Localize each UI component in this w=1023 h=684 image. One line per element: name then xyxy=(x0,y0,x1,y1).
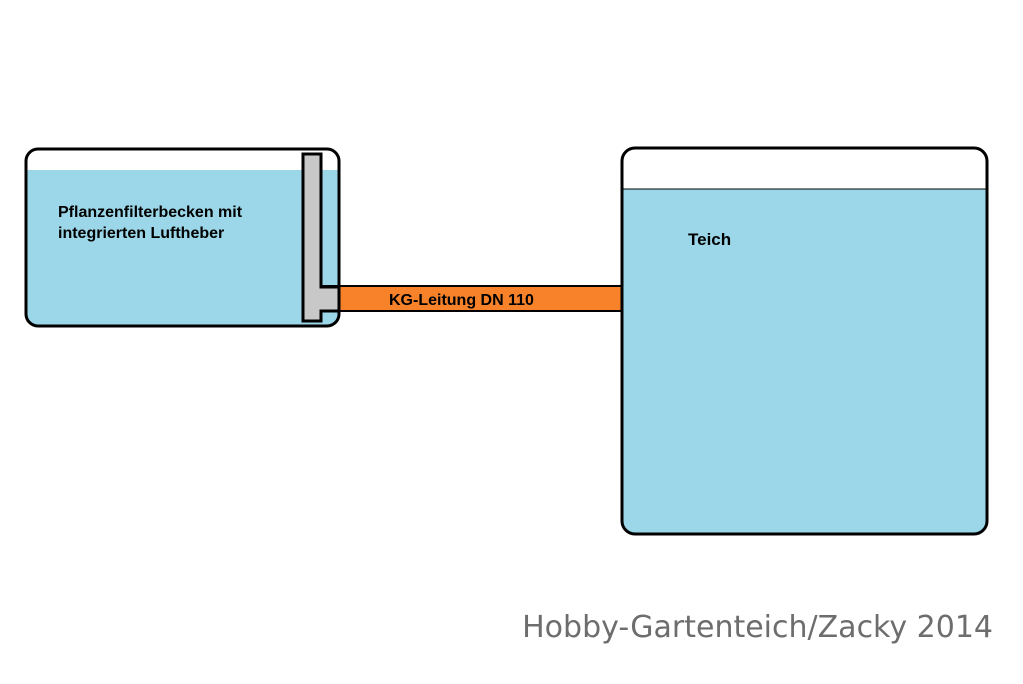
pond-water xyxy=(622,189,987,534)
pond: Teich xyxy=(620,146,989,536)
watermark: Hobby-Gartenteich/Zacky 2014 xyxy=(522,610,993,645)
filter-basin: Pflanzenfilterbecken mit integrierten Lu… xyxy=(24,147,341,328)
filter-basin-outline xyxy=(24,147,341,328)
pipe-label: KG-Leitung DN 110 xyxy=(389,292,534,309)
pond-label: Teich xyxy=(688,230,731,249)
airlift-pipe xyxy=(301,152,341,323)
filter-basin-label-line2: integrierten Luftheber xyxy=(58,225,224,242)
filter-basin-water xyxy=(26,170,339,326)
pipe: KG-Leitung DN 110 xyxy=(320,285,623,312)
pond-outline xyxy=(620,146,989,536)
pipe-body xyxy=(320,285,623,312)
filter-basin-label-line1: Pflanzenfilterbecken mit xyxy=(58,204,243,221)
